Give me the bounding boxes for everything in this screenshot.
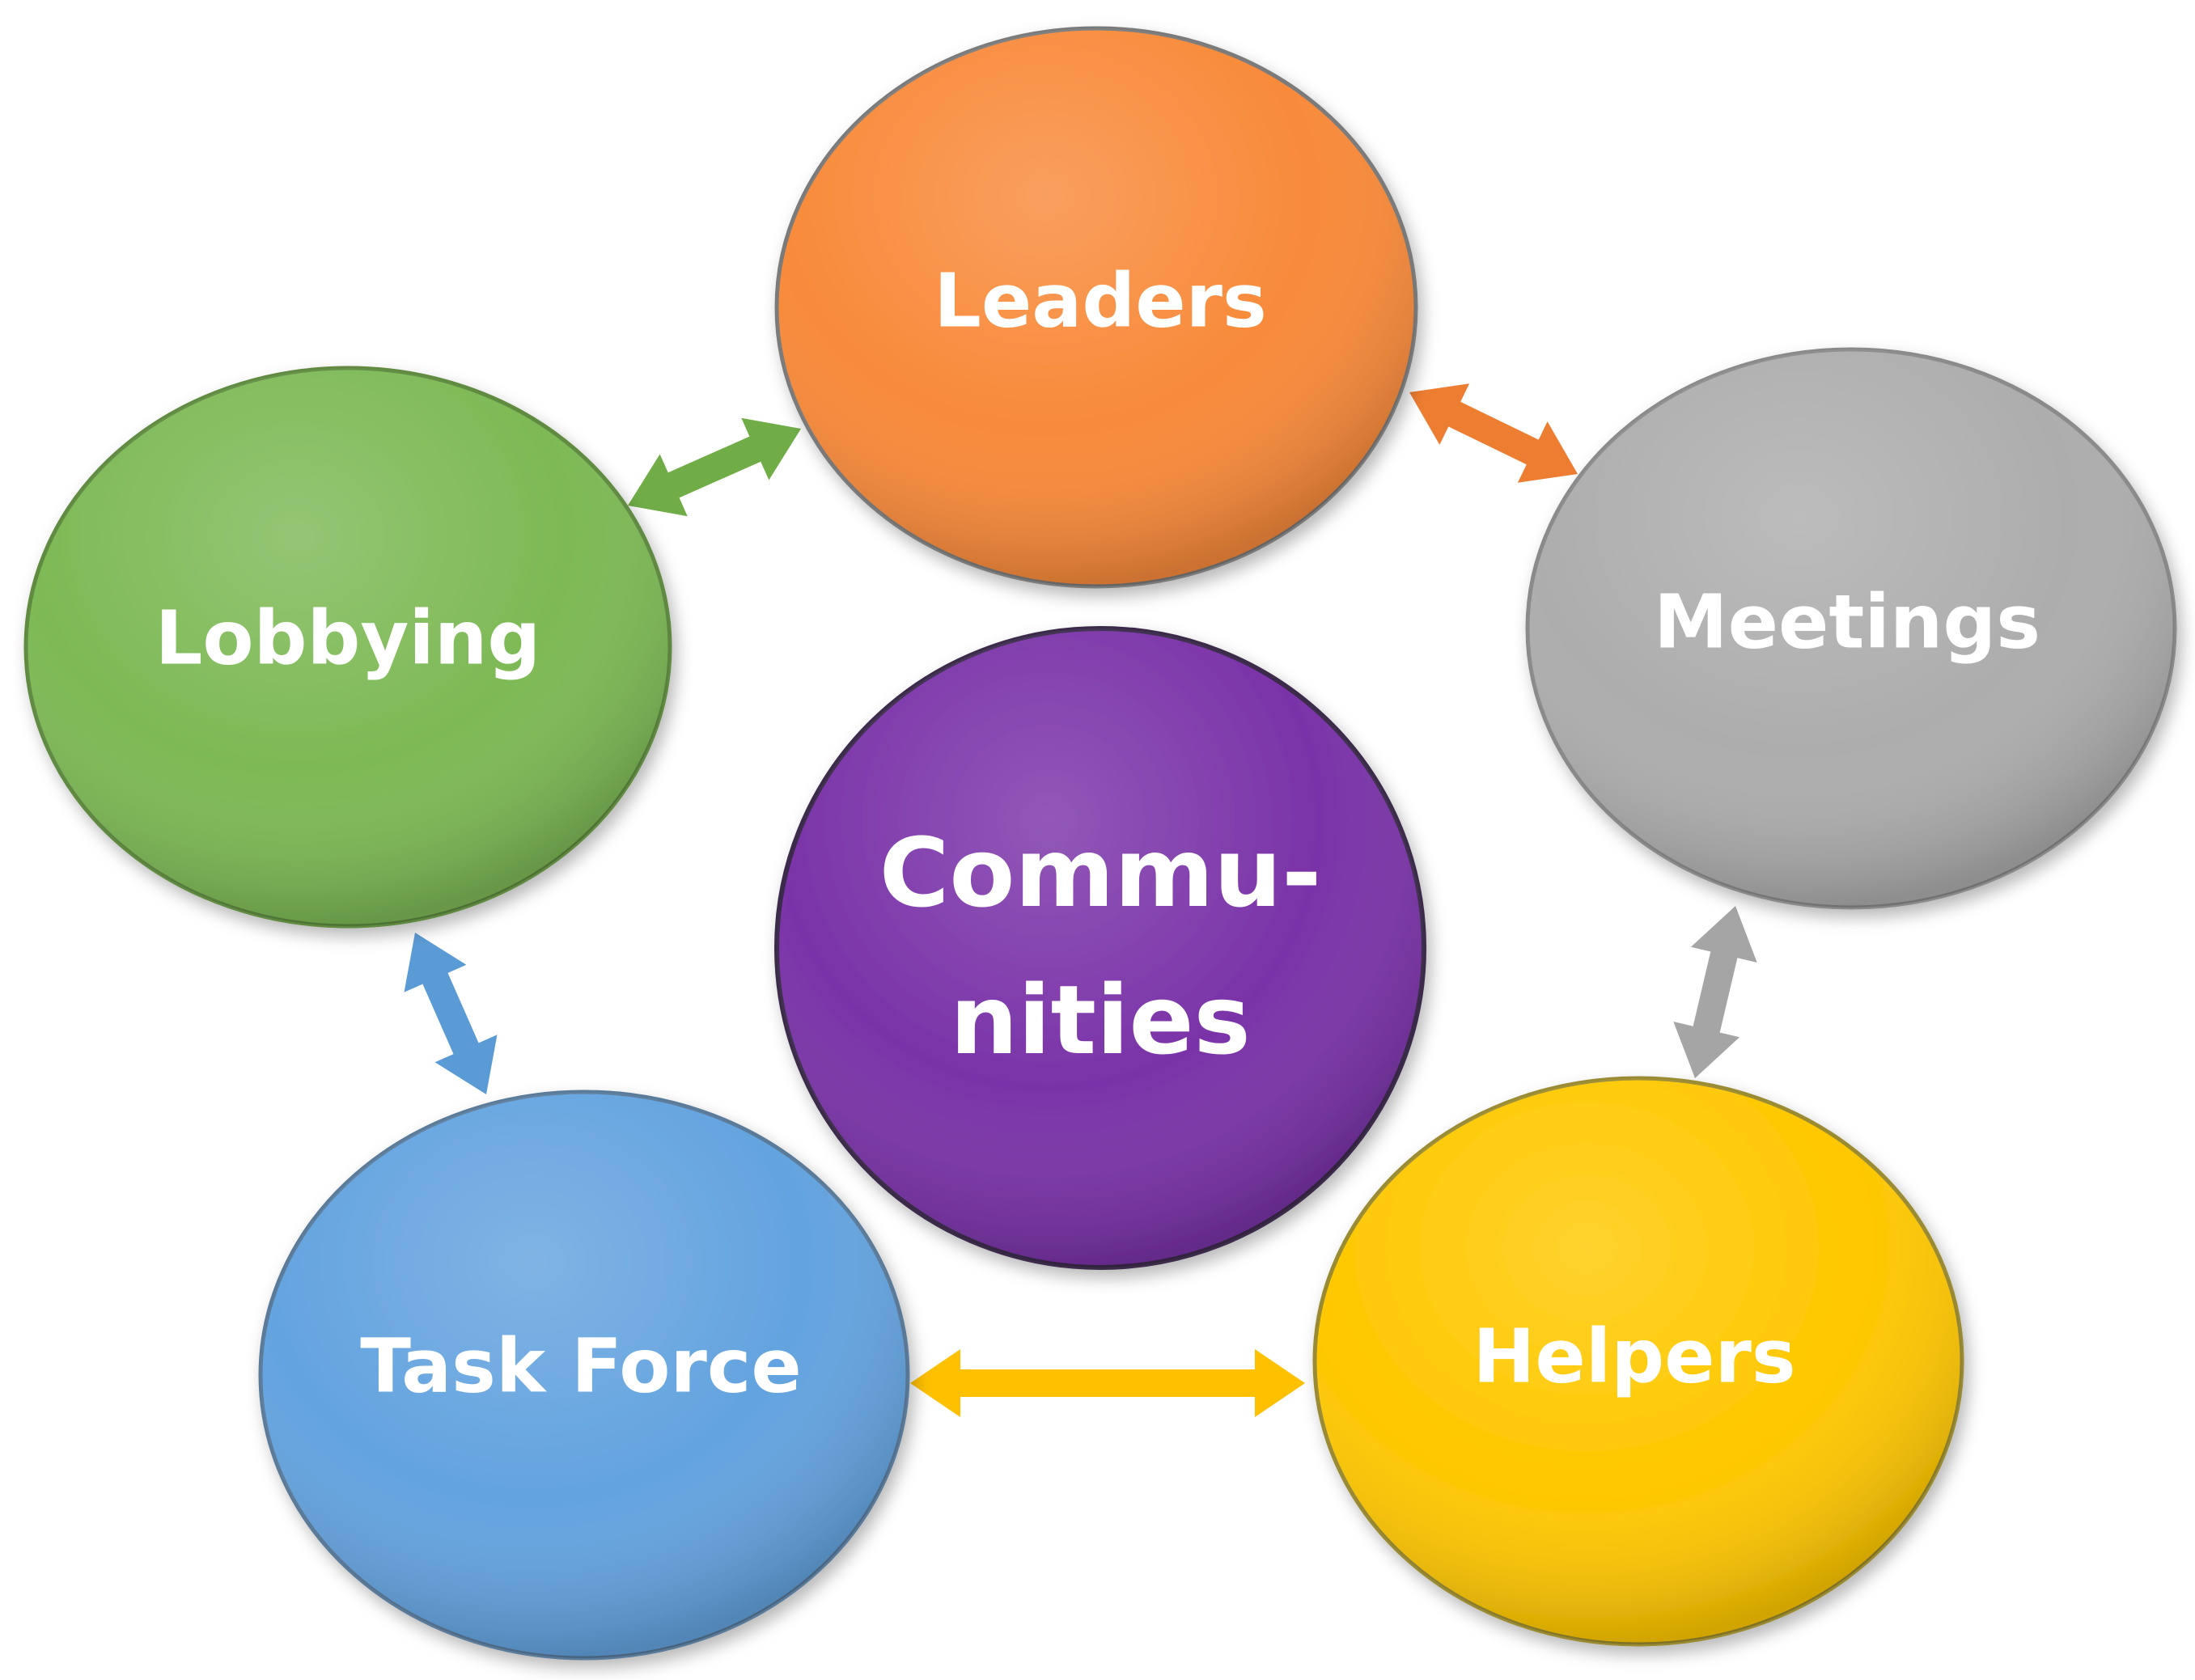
arrows-layer: [404, 383, 1757, 1417]
lobbying-label: Lobbying: [155, 595, 540, 681]
node-communities: [774, 626, 1426, 1270]
arrow-meetings-helpers: [1673, 906, 1757, 1078]
helpers-label: Helpers: [1473, 1313, 1795, 1399]
arrow-task-force-lobbying: [404, 933, 498, 1094]
lobbying-shine: [26, 368, 670, 926]
leaders-shine: [777, 28, 1416, 586]
meetings-label: Meetings: [1654, 578, 2040, 665]
double-arrow-icon: [1409, 383, 1578, 483]
meetings-shine: [1528, 349, 2175, 908]
node-leaders: [774, 26, 1418, 589]
task-force-label: Task Force: [360, 1322, 802, 1409]
communities-label-line1: Commu-: [879, 817, 1322, 929]
node-meetings: [1525, 347, 2177, 910]
node-helpers: [1312, 1076, 1964, 1647]
arrow-helpers-task-force: [910, 1349, 1305, 1417]
node-task-force: [258, 1090, 910, 1661]
arrow-lobbying-leaders: [628, 417, 801, 517]
double-arrow-icon: [910, 1349, 1305, 1417]
double-arrow-icon: [1673, 906, 1757, 1078]
arrow-leaders-meetings: [1409, 383, 1578, 483]
communities-label-line2: nities: [950, 964, 1251, 1076]
helpers-shine: [1315, 1078, 1962, 1644]
communities-shine: [777, 628, 1424, 1267]
leaders-label: Leaders: [934, 257, 1266, 344]
double-arrow-icon: [404, 933, 498, 1094]
double-arrow-icon: [628, 417, 801, 517]
task-force-shine: [261, 1092, 908, 1658]
node-lobbying: [23, 366, 672, 929]
